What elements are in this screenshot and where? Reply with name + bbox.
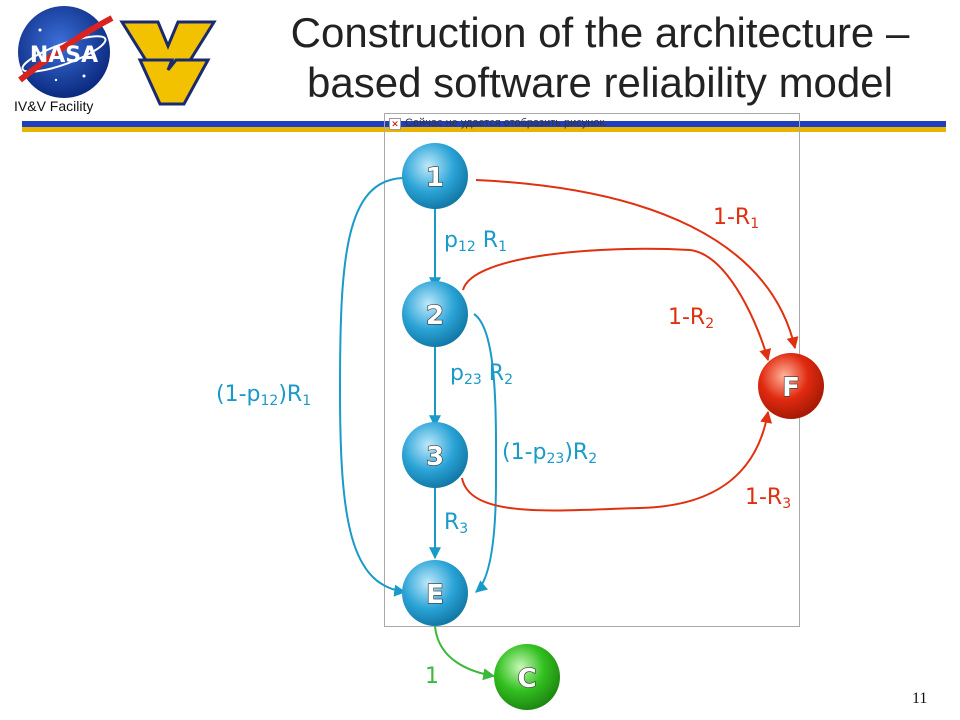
edge-3-F (461, 410, 773, 512)
nasa-logo: NASA (18, 6, 114, 98)
edge-1-F (475, 179, 799, 350)
wv-logo: WV (119, 20, 217, 106)
header-bar-blue (22, 121, 946, 127)
node-F-label: F (782, 373, 800, 403)
node-F: F (758, 353, 824, 419)
page-number: 11 (912, 690, 928, 707)
label-edge-2-E: (1-p23)R2 (502, 440, 598, 467)
nasa-logo-text: NASA (30, 43, 98, 68)
node-E: E (402, 560, 468, 626)
edge-2-F (462, 247, 772, 362)
label-edge-1-2: p12 R1 (444, 228, 508, 255)
label-edge-2-F: 1-R2 (668, 305, 715, 332)
node-E-label: E (426, 580, 444, 610)
label-edge-3-E: R3 (444, 510, 469, 537)
header-bar-gold (22, 127, 946, 132)
label-edge-2-3: p23 R2 (450, 361, 514, 388)
slide-title: Construction of the architecture – based… (250, 8, 950, 108)
label-edge-3-F: 1-R3 (745, 485, 792, 512)
node-3: 3 (402, 422, 468, 488)
node-3-label: 3 (426, 442, 444, 472)
label-edge-1-F: 1-R1 (713, 205, 760, 232)
facility-label: IV&V Facility (14, 98, 94, 114)
edge-2-E (473, 313, 498, 593)
title-line-2: based software reliability model (307, 59, 893, 106)
label-edge-E-C: 1 (425, 664, 439, 689)
edge-E-C (434, 625, 496, 681)
node-1: 1 (402, 143, 468, 209)
label-edge-1-E: (1-p12)R1 (216, 382, 312, 409)
node-C-label: C (517, 664, 536, 694)
title-line-1: Construction of the architecture – (290, 9, 910, 56)
edge-1-E (338, 177, 407, 597)
node-2: 2 (402, 281, 468, 347)
node-1-label: 1 (426, 163, 444, 193)
broken-image-icon: ✕ (389, 118, 401, 130)
node-C: C (494, 644, 560, 710)
node-2-label: 2 (426, 301, 444, 331)
broken-image-text: Сейчас не удается отобразить рисунок. (405, 117, 608, 129)
